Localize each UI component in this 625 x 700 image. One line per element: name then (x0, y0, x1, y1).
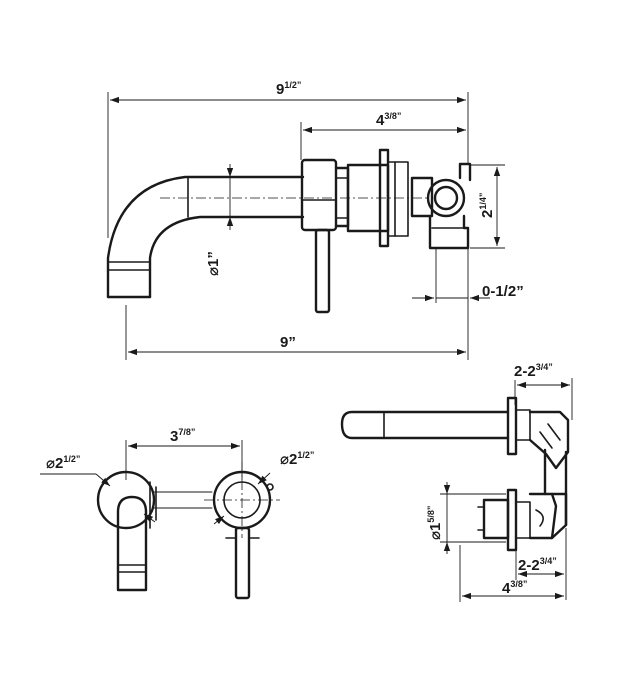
right-plate-diameter-label: ⌀21/2” (280, 450, 314, 468)
handle-lever-front (234, 526, 251, 600)
front-view: 37/8” ⌀21/2” ⌀21/2” (40, 427, 314, 600)
spout-collar (515, 409, 531, 441)
spout-plate-left (96, 470, 156, 530)
side-view: 2-23/4” ⌀15/8” 2-23/4” (340, 362, 573, 602)
valve-port-inner (433, 185, 459, 211)
valve-port-outer (426, 178, 466, 218)
spout-outer-edge (106, 175, 305, 299)
valve-depth-label: 2-23/4” (514, 362, 553, 380)
top-elevation-view: 91/2” 43/8” 9” ⌀1” (106, 80, 524, 360)
wall-adjust-label: 0-1/2” (482, 283, 524, 300)
spout-inner-edge (148, 215, 305, 299)
plate-to-back-label: 2-23/4” (518, 556, 557, 574)
handle-valve-body (528, 492, 558, 540)
spout-diameter-label: ⌀1” (205, 251, 222, 276)
spout-reach-label: 9” (280, 334, 296, 351)
handle-wall-plate (506, 488, 518, 552)
body-width-label: 43/8” (376, 111, 401, 129)
valve-stub (410, 176, 434, 218)
valve-back (550, 492, 568, 540)
handle-side (482, 498, 510, 540)
handle-set-screw (266, 483, 274, 491)
spout-side (340, 410, 510, 440)
wall-flange (387, 161, 409, 237)
valve-bracket-upper (458, 162, 472, 182)
overall-depth-label: 43/8” (502, 579, 527, 597)
handle-spacing-label: 37/8” (170, 427, 195, 445)
left-plate-diameter-label: ⌀21/2” (46, 454, 80, 472)
handle-body (300, 158, 338, 232)
pipe-diameter-label: ⌀15/8” (426, 506, 444, 540)
spout-wall-plate (506, 396, 518, 456)
spout-front (116, 495, 148, 592)
valve-bracket-lower (428, 214, 470, 250)
spout-valve-body (528, 410, 570, 470)
overall-width-label: 91/2” (276, 80, 301, 98)
handle-lever (314, 228, 331, 314)
body-height-label: 21/4” (478, 193, 496, 218)
handle-collar (515, 501, 531, 539)
